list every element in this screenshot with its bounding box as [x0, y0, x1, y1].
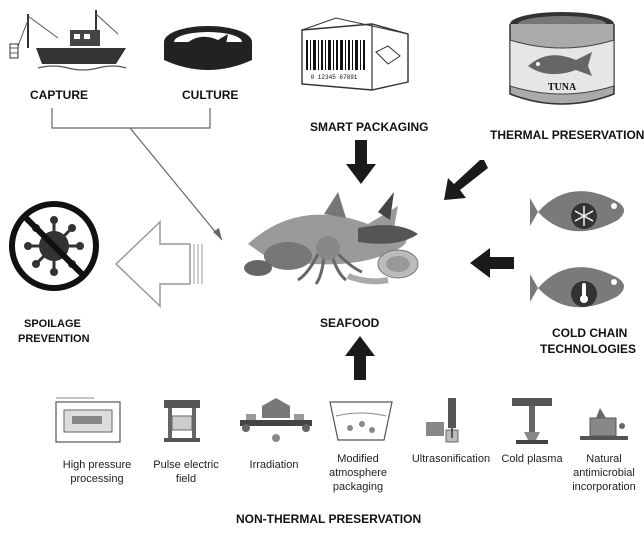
barcode-box-icon: 0 12345 67891 — [301, 17, 409, 91]
method-line: Irradiation — [249, 459, 299, 471]
spoilage-label-line2: PREVENTION — [18, 333, 90, 345]
thermal-arrow — [444, 160, 488, 200]
method-ultrasonification: Ultrasonification — [404, 452, 498, 466]
method-natural-antimicrobial: Natural antimicrobial incorporation — [568, 452, 640, 494]
spoilage-label-line1: SPOILAGE — [24, 318, 81, 330]
cold-chain-label-line1: COLD CHAIN — [552, 326, 628, 340]
non-thermal-preservation-label: NON-THERMAL PRESERVATION — [236, 512, 422, 526]
method-irradiation: Irradiation — [236, 458, 312, 472]
method-line: Ultrasonification — [411, 453, 491, 465]
natural-antimicrobial-icon — [580, 408, 628, 440]
thermal-preservation-label: THERMAL PRESERVATION — [490, 128, 644, 142]
culture-label: CULTURE — [182, 88, 239, 102]
ultrasonification-icon — [426, 398, 459, 443]
pulse-electric-icon — [164, 400, 200, 442]
cold-chain-label-line2: TECHNOLOGIES — [540, 342, 637, 356]
irradiation-icon — [240, 398, 312, 442]
can-label-text: TUNA — [548, 82, 577, 93]
smart-packaging-label: SMART PACKAGING — [310, 120, 429, 134]
snowflake-fish-icon — [530, 191, 624, 232]
capture-label: CAPTURE — [30, 88, 89, 102]
virus-prohibited-icon — [9, 201, 99, 291]
high-pressure-icon — [55, 397, 121, 443]
method-line: processing — [70, 473, 124, 485]
method-line: atmosphere — [328, 467, 388, 479]
tuna-can-icon: TUNA — [509, 12, 615, 105]
modified-atmosphere-icon — [329, 401, 393, 441]
smart-packaging-arrow — [346, 140, 376, 184]
thermometer-fish-icon — [530, 267, 624, 308]
seafood-pile-icon — [244, 192, 419, 285]
method-line: Modified — [337, 453, 379, 465]
method-high-pressure: High pressure processing — [54, 458, 140, 486]
method-line: High pressure — [62, 459, 132, 471]
spoilage-arrow — [114, 220, 203, 308]
cold-chain-arrow — [470, 248, 514, 278]
fishing-boat-icon — [9, 10, 127, 71]
method-line: Pulse electric — [153, 459, 219, 471]
method-line: incorporation — [572, 481, 636, 493]
seafood-title: SEAFOOD — [320, 316, 380, 330]
fish-farm-icon — [164, 26, 252, 70]
method-line: packaging — [332, 481, 384, 493]
method-cold-plasma: Cold plasma — [494, 452, 570, 466]
method-modified-atmosphere: Modified atmosphere packaging — [318, 452, 398, 494]
method-pulse-electric: Pulse electric field — [146, 458, 226, 486]
method-line: field — [175, 473, 197, 485]
cold-plasma-icon — [512, 398, 552, 444]
method-line: Cold plasma — [501, 453, 563, 465]
non-thermal-arrow — [345, 336, 375, 380]
method-line: antimicrobial — [573, 467, 635, 479]
barcode-number: 0 12345 67891 — [311, 74, 358, 81]
method-line: Natural — [586, 453, 622, 465]
